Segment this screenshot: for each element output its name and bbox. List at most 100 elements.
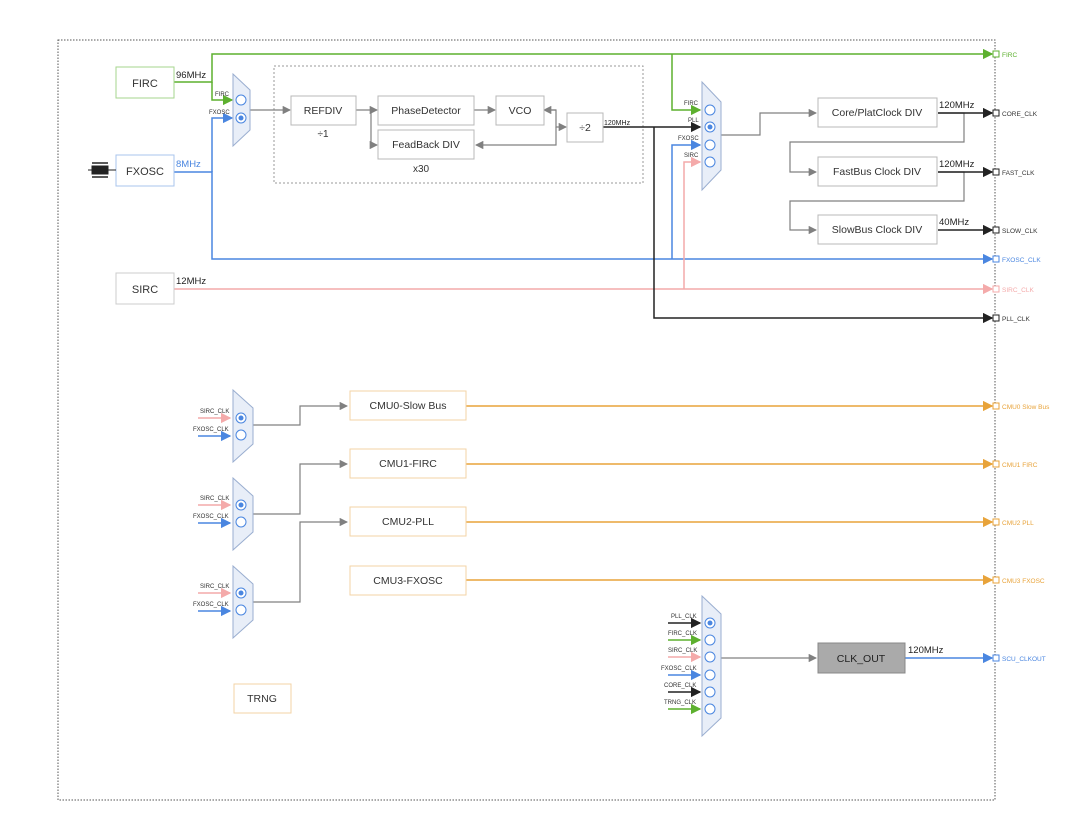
cmu0-mux-group: SIRC_CLK FXOSC_CLK bbox=[193, 388, 254, 464]
port-cmu3 bbox=[992, 576, 1000, 584]
out-label-cmu0: CMU0 Slow Bus bbox=[1002, 404, 1050, 411]
refdiv-label: REFDIV bbox=[304, 105, 343, 117]
clkout-mux-opt-core[interactable] bbox=[704, 686, 716, 698]
port-sirc-clk bbox=[992, 285, 1000, 293]
fastbus-clock-freq: 120MHz bbox=[939, 159, 975, 170]
feedback-div-label: FeadBack DIV bbox=[392, 139, 460, 151]
clkout-mux-opt-firc[interactable] bbox=[704, 634, 716, 646]
cmu2-mux bbox=[232, 564, 254, 640]
core-clock-div-label: Core/PlatClock DIV bbox=[832, 107, 922, 119]
clkout-in-label-1: FIRC_CLK bbox=[668, 631, 697, 637]
port-fxosc-clk bbox=[992, 255, 1000, 263]
refdiv-factor: ÷1 bbox=[317, 129, 328, 140]
cmu0-mux-opt-fxosc[interactable] bbox=[235, 429, 247, 441]
sys-mux-opt-pll-selected-dot bbox=[707, 124, 713, 130]
port-fast-clk bbox=[992, 168, 1000, 176]
out-label-slow: SLOW_CLK bbox=[1002, 228, 1038, 235]
post-div-label: ÷2 bbox=[579, 122, 591, 134]
clkout-mux-opt-trng[interactable] bbox=[704, 703, 716, 715]
pll-wires bbox=[250, 105, 965, 235]
clkout-in-label-0: PLL_CLK bbox=[671, 614, 697, 620]
clkout-block bbox=[817, 642, 906, 674]
fxosc-source-label: FXOSC bbox=[126, 166, 164, 178]
port-cmu0 bbox=[992, 402, 1000, 410]
pll-group bbox=[273, 65, 644, 184]
sirc-source-label: SIRC bbox=[132, 284, 158, 296]
trng-label: TRNG bbox=[247, 693, 277, 705]
port-cmu2 bbox=[992, 518, 1000, 526]
sys-clock-mux bbox=[701, 80, 722, 192]
fxosc-wires bbox=[174, 112, 994, 265]
sys-mux-opt-sirc[interactable] bbox=[704, 156, 716, 168]
cmu0-mux-opt-sirc-selected-dot bbox=[238, 415, 244, 421]
cmu2-in-label-sirc: SIRC_CLK bbox=[200, 584, 229, 590]
feedback-div-block bbox=[377, 129, 475, 160]
pll-mux-opt-fxosc-selected-dot bbox=[238, 115, 244, 121]
phase-detector-block bbox=[377, 95, 475, 126]
clkout-in-label-2: SIRC_CLK bbox=[668, 648, 697, 654]
sys-mux-opt-fxosc[interactable] bbox=[704, 139, 716, 151]
clkout-freq: 120MHz bbox=[908, 645, 944, 656]
vco-block bbox=[495, 95, 545, 126]
clkout-in-label-5: TRNG_CLK bbox=[664, 700, 696, 706]
output-port-labels: FIRC CORE_CLK FAST_CLK SLOW_CLK FXOSC_CL… bbox=[1002, 52, 1050, 663]
fxosc-freq-label: 8MHz bbox=[176, 159, 201, 170]
fastbus-clock-div-block bbox=[817, 156, 938, 187]
sys-mux-label-sirc: SIRC bbox=[684, 153, 699, 159]
port-scu-clkout bbox=[992, 654, 1000, 662]
slowbus-clock-freq: 40MHz bbox=[939, 217, 969, 228]
feedback-div-factor: x30 bbox=[413, 164, 430, 175]
clkout-mux-opt-fxosc[interactable] bbox=[704, 669, 716, 681]
pll-input-mux bbox=[232, 72, 251, 148]
clkout-mux bbox=[701, 594, 722, 738]
port-core-clk bbox=[992, 109, 1000, 117]
cmu0-block bbox=[349, 390, 467, 421]
refdiv-block bbox=[290, 95, 357, 126]
out-label-pll: PLL_CLK bbox=[1002, 316, 1030, 323]
cmu0-mux bbox=[232, 388, 254, 464]
out-label-cmu2: CMU2 PLL bbox=[1002, 520, 1034, 527]
core-clock-div-block bbox=[817, 97, 938, 128]
slowbus-clock-div-label: SlowBus Clock DIV bbox=[832, 224, 922, 236]
sys-mux-label-pll: PLL bbox=[688, 118, 699, 124]
clkout-label: CLK_OUT bbox=[837, 653, 886, 665]
cmu1-label: CMU1-FIRC bbox=[379, 458, 437, 470]
cmu3-block bbox=[349, 565, 467, 596]
cmu2-in-label-fxosc: FXOSC_CLK bbox=[193, 602, 229, 608]
pll-out-wires bbox=[603, 107, 994, 324]
cmu0-in-label-sirc: SIRC_CLK bbox=[200, 409, 229, 415]
clkout-mux-opt-sirc[interactable] bbox=[704, 651, 716, 663]
out-label-cmu3: CMU3 FXOSC bbox=[1002, 578, 1045, 585]
post-div-block bbox=[566, 112, 604, 143]
cmu2-mux-group: SIRC_CLK FXOSC_CLK bbox=[193, 564, 254, 640]
cmu2-mux-opt-fxosc[interactable] bbox=[235, 604, 247, 616]
cmu0-label: CMU0-Slow Bus bbox=[369, 400, 446, 412]
sys-mux-opt-firc[interactable] bbox=[704, 104, 716, 116]
port-firc bbox=[992, 50, 1000, 58]
pll-mux-opt-firc[interactable] bbox=[235, 94, 247, 106]
out-label-cmu1: CMU1 FIRC bbox=[1002, 462, 1038, 469]
pll-mux-label-fxosc: FXOSC bbox=[209, 110, 230, 116]
port-pll-clk bbox=[992, 314, 1000, 322]
cmu1-in-label-fxosc: FXOSC_CLK bbox=[193, 514, 229, 520]
cmu1-mux-opt-fxosc[interactable] bbox=[235, 516, 247, 528]
sys-mux-label-firc: FIRC bbox=[684, 101, 699, 107]
firc-source-label: FIRC bbox=[132, 78, 158, 90]
cmu1-mux-group: SIRC_CLK FXOSC_CLK bbox=[193, 476, 254, 552]
fastbus-clock-div-label: FastBus Clock DIV bbox=[833, 166, 921, 178]
cmu3-label: CMU3-FXOSC bbox=[373, 575, 443, 587]
sirc-source-box bbox=[115, 272, 175, 305]
sys-mux-label-fxosc: FXOSC bbox=[678, 136, 699, 142]
clkout-mux-input-labels: PLL_CLK FIRC_CLK SIRC_CLK FXOSC_CLK CORE… bbox=[661, 614, 697, 706]
pll-output-freq: 120MHz bbox=[604, 120, 631, 127]
cmu1-mux bbox=[232, 476, 254, 552]
phase-detector-label: PhaseDetector bbox=[391, 105, 461, 117]
cmu-wires bbox=[253, 400, 994, 603]
out-label-fxosc: FXOSC_CLK bbox=[1002, 257, 1041, 264]
firc-freq-label: 96MHz bbox=[176, 70, 206, 81]
port-slow-clk bbox=[992, 226, 1000, 234]
clkout-mux-opt-pll-selected-dot bbox=[707, 620, 713, 626]
sirc-wires bbox=[174, 156, 994, 295]
cmu1-in-label-sirc: SIRC_CLK bbox=[200, 496, 229, 502]
